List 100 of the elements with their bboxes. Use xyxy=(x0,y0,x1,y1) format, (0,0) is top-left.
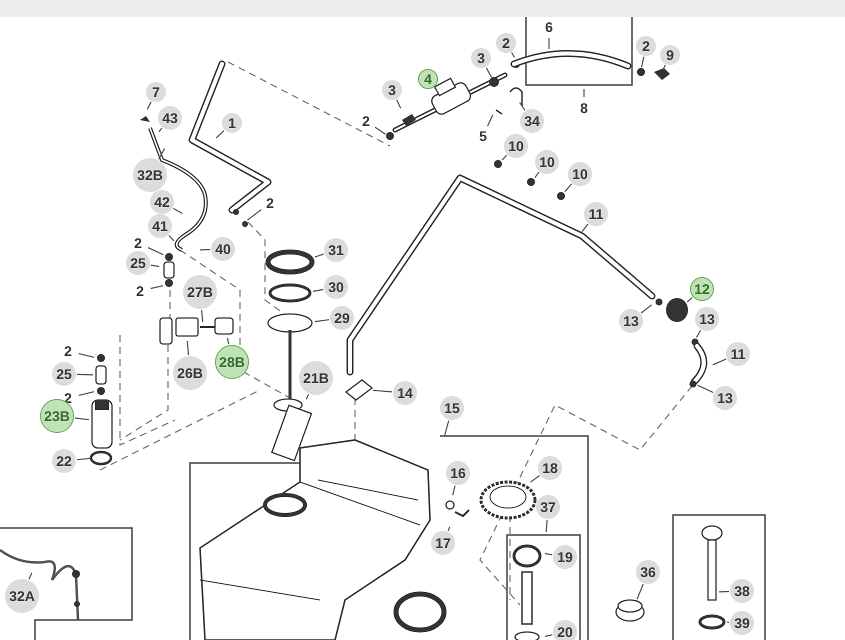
leader-line xyxy=(511,52,516,58)
callout-number: 11 xyxy=(584,202,608,226)
callout-number: 26B xyxy=(173,356,207,390)
leader-line xyxy=(544,634,552,637)
leader-line xyxy=(712,358,726,366)
leader-line xyxy=(546,520,548,532)
callout-number: 2 xyxy=(130,281,150,301)
leader-line xyxy=(78,391,94,396)
leader-line xyxy=(76,458,92,460)
leader-line xyxy=(718,590,730,592)
leader-line xyxy=(686,297,693,302)
callout-number: 3 xyxy=(382,80,402,100)
leader-line xyxy=(662,64,666,70)
leader-line xyxy=(74,417,90,420)
leader-line xyxy=(641,56,644,68)
callout-number: 7 xyxy=(146,82,166,102)
callout-number: 43 xyxy=(158,106,182,130)
leader-line xyxy=(200,248,210,250)
callout-number: 6 xyxy=(539,17,559,37)
leader-line xyxy=(548,38,550,49)
callout-number: 2 xyxy=(356,111,376,131)
leader-line xyxy=(28,572,32,580)
callout-number: 2 xyxy=(260,193,280,213)
callout-number: 36 xyxy=(636,560,660,584)
leader-line xyxy=(76,374,94,376)
leader-line xyxy=(247,209,262,221)
callout-number: 15 xyxy=(440,396,464,420)
callout-number: 39 xyxy=(730,611,754,635)
callout-number: 13 xyxy=(713,386,737,410)
leader-line xyxy=(696,330,702,338)
callout-number: 31 xyxy=(324,238,348,262)
callout-number: 3 xyxy=(471,48,491,68)
leader-line xyxy=(434,87,439,93)
leader-line xyxy=(697,384,714,394)
leader-line xyxy=(452,485,456,496)
callout-number: 10 xyxy=(568,162,592,186)
leader-line xyxy=(148,247,164,256)
leader-line xyxy=(173,208,183,214)
leader-line xyxy=(530,475,540,483)
callout-number: 22 xyxy=(52,449,76,473)
callout-number: 30 xyxy=(324,275,348,299)
callout-number: 42 xyxy=(150,190,174,214)
leader-line xyxy=(396,100,402,109)
leader-line xyxy=(534,172,540,178)
callout-number: 4 xyxy=(418,69,438,89)
leader-line xyxy=(168,235,174,242)
leader-line xyxy=(201,310,204,322)
callout-number: 25 xyxy=(126,251,150,275)
callout-number: 11 xyxy=(726,342,750,366)
leader-line xyxy=(312,288,324,292)
callout-number: 5 xyxy=(473,126,493,146)
leader-line xyxy=(374,126,386,135)
leader-line xyxy=(150,264,160,268)
leader-line xyxy=(226,338,230,344)
leader-line xyxy=(314,319,330,322)
leader-line xyxy=(146,102,152,110)
callout-number: 9 xyxy=(660,45,680,65)
leader-line xyxy=(150,285,164,290)
callout-number: 21B xyxy=(299,361,333,395)
leader-line xyxy=(564,184,572,192)
leader-line xyxy=(306,394,310,400)
leader-line xyxy=(444,420,450,436)
leader-line xyxy=(186,340,190,356)
callout-number: 14 xyxy=(393,381,417,405)
callout-number: 19 xyxy=(553,545,577,569)
callout-number: 2 xyxy=(128,233,148,253)
callout-number: 41 xyxy=(148,214,172,238)
leader-line xyxy=(581,224,588,232)
callout-number: 2 xyxy=(496,33,516,53)
callout-number: 16 xyxy=(446,461,470,485)
leader-line xyxy=(158,128,162,132)
callout-number: 13 xyxy=(695,307,719,331)
callout-number: 12 xyxy=(690,277,714,301)
leader-line xyxy=(544,552,552,556)
leader-line xyxy=(640,304,652,314)
leader-line xyxy=(502,154,508,160)
callout-number: 28B xyxy=(215,345,249,379)
callout-number: 32A xyxy=(5,579,39,613)
leader-line xyxy=(372,390,392,392)
callout-number: 38 xyxy=(730,579,754,603)
callout-number: 40 xyxy=(211,237,235,261)
leader-line xyxy=(519,102,526,111)
leader-line xyxy=(158,148,166,160)
callout-number: 20 xyxy=(553,620,577,640)
callout-number: 34 xyxy=(520,109,544,133)
callout-number: 18 xyxy=(538,456,562,480)
leader-line xyxy=(314,254,324,258)
callout-number: 2 xyxy=(636,36,656,56)
leader-line xyxy=(583,89,585,97)
callout-number: 32B xyxy=(133,158,167,192)
callout-number: 25 xyxy=(52,362,76,386)
callout-number: 1 xyxy=(222,113,242,133)
leader-line xyxy=(216,130,224,138)
callout-number: 29 xyxy=(330,306,354,330)
leader-line xyxy=(726,622,730,623)
callout-number: 37 xyxy=(536,495,560,519)
leader-line xyxy=(486,67,492,78)
callout-number: 13 xyxy=(619,309,643,333)
callout-number: 17 xyxy=(431,531,455,555)
callout-number: 2 xyxy=(58,341,78,361)
